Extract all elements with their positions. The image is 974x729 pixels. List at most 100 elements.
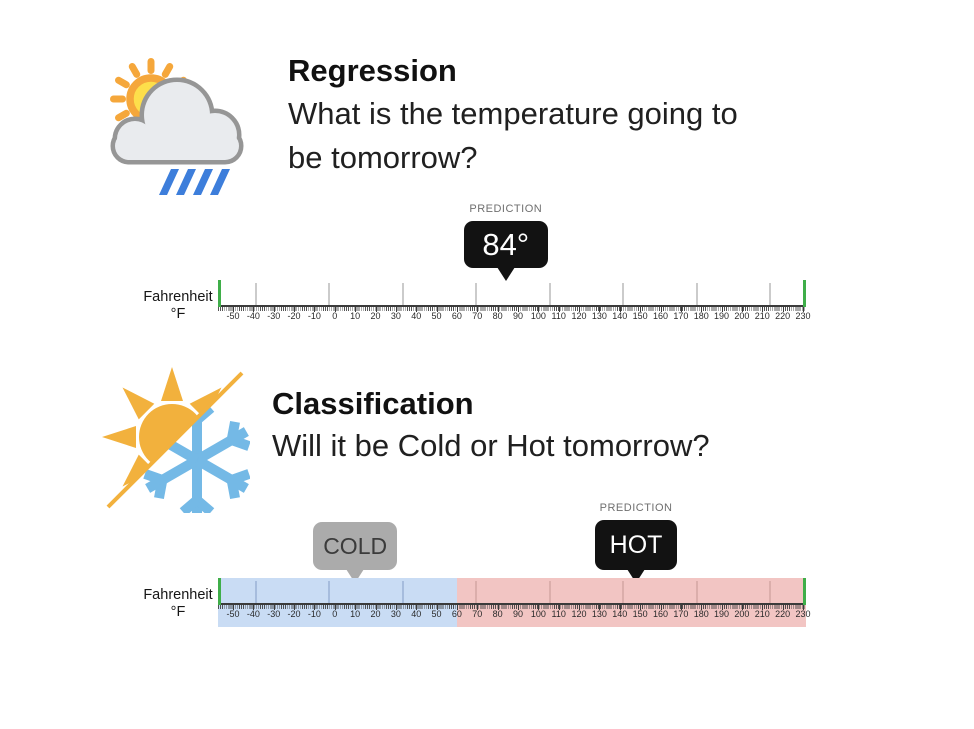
tick-mark [721, 307, 723, 312]
tick-mark [233, 307, 234, 312]
tick-label: 210 [754, 609, 770, 619]
tick-label: -30 [267, 311, 281, 321]
tick-label: 200 [734, 609, 750, 619]
tick-mark [436, 307, 438, 312]
tick-label: 230 [795, 311, 811, 321]
tick-mark [477, 605, 479, 610]
tick-mark [416, 307, 418, 312]
tick-mark [619, 307, 621, 312]
tick-label: 190 [714, 311, 730, 321]
tick-mark [518, 605, 519, 610]
tick-label: -50 [226, 311, 240, 321]
tick-mark [782, 605, 784, 610]
prediction-label: PREDICTION [599, 502, 673, 514]
fahrenheit-axis-label-top: Fahrenheit °F [140, 289, 216, 323]
tick-mark [294, 605, 296, 610]
tick-mark [375, 307, 377, 312]
tick-mark [741, 605, 743, 610]
tick-label: 30 [390, 311, 401, 321]
tick-label: 190 [714, 609, 730, 619]
segment-divider-tick [548, 581, 551, 603]
tick-mark [477, 307, 479, 312]
tick-mark [355, 605, 357, 610]
axis-label-line2: °F [170, 306, 186, 322]
segment-divider-tick [475, 283, 478, 305]
tick-mark [579, 605, 581, 610]
tick-mark [314, 307, 316, 312]
tick-label: 160 [652, 609, 669, 619]
tick-label: 40 [411, 311, 422, 321]
tick-label: 180 [693, 609, 709, 619]
tick-label: 70 [472, 311, 483, 321]
tick-label: 0 [332, 311, 338, 321]
segment-divider-tick [769, 581, 772, 603]
tick-label: -10 [307, 311, 321, 321]
tick-label: 160 [652, 311, 669, 321]
tick-mark [233, 605, 234, 610]
prediction-label: PREDICTION [469, 203, 543, 215]
tick-mark [294, 307, 296, 312]
tick-label: -50 [226, 609, 240, 619]
tick-label: 40 [411, 609, 422, 619]
sun-snowflake-icon [102, 367, 250, 513]
axis-label-line1: Fahrenheit [143, 587, 213, 603]
tick-mark [680, 605, 682, 610]
tick-mark [355, 307, 357, 312]
classification-question-line1: Will it be Cold or Hot tomorrow? [272, 428, 710, 463]
tick-mark [518, 307, 519, 312]
segment-divider-tick [401, 581, 404, 603]
rain-icon [159, 169, 230, 195]
tick-label: -40 [246, 311, 260, 321]
tick-mark [599, 605, 601, 610]
tick-mark [640, 605, 642, 610]
segment-divider-tick [401, 283, 404, 305]
tick-mark [721, 605, 723, 610]
tick-label: 130 [591, 609, 607, 619]
cloud-icon [110, 77, 244, 165]
tick-mark [701, 605, 703, 610]
tick-label: 30 [390, 609, 401, 619]
tick-mark [334, 605, 336, 610]
tick-label: 150 [632, 311, 648, 321]
tick-label: 230 [795, 609, 811, 619]
tick-label: -10 [307, 609, 321, 619]
scale-end-marker [803, 280, 806, 307]
tick-label: 90 [512, 311, 524, 321]
axis-label-line2: °F [170, 604, 186, 620]
fahrenheit-axis-label-bottom: Fahrenheit °F [140, 587, 216, 621]
tick-mark [253, 605, 255, 610]
tick-mark [395, 605, 397, 610]
tick-label: 220 [775, 609, 791, 619]
tick-mark [456, 605, 458, 610]
tick-label: 20 [370, 311, 381, 321]
tick-mark [253, 307, 255, 312]
tick-mark [782, 307, 784, 312]
tick-label: 220 [775, 311, 791, 321]
tick-mark [273, 307, 275, 312]
tick-label: 170 [673, 609, 689, 619]
axis-label-line1: Fahrenheit [143, 289, 213, 305]
tick-mark [619, 605, 621, 610]
tick-label: 140 [612, 311, 628, 321]
scale-start-marker [218, 280, 221, 307]
classification-title: Classification [272, 386, 474, 421]
prediction-callout-84: PREDICTION 84° [463, 203, 548, 281]
regression-question-line2: be tomorrow? [288, 140, 478, 175]
tick-mark [436, 605, 438, 610]
tick-mark [314, 605, 316, 610]
tick-label: 90 [512, 609, 524, 619]
segment-divider-tick [548, 283, 551, 305]
scale-end-marker [803, 578, 806, 605]
segment-divider-tick [475, 581, 478, 603]
cold-bubble: COLD [313, 522, 398, 570]
tick-label: 120 [571, 311, 587, 321]
segment-divider-tick [254, 283, 257, 305]
tick-mark [334, 307, 336, 312]
scale-band-cold [218, 578, 457, 627]
segment-divider-tick [695, 581, 698, 603]
tick-label: 110 [551, 311, 566, 321]
tick-mark [803, 605, 804, 610]
tick-mark [456, 307, 458, 312]
